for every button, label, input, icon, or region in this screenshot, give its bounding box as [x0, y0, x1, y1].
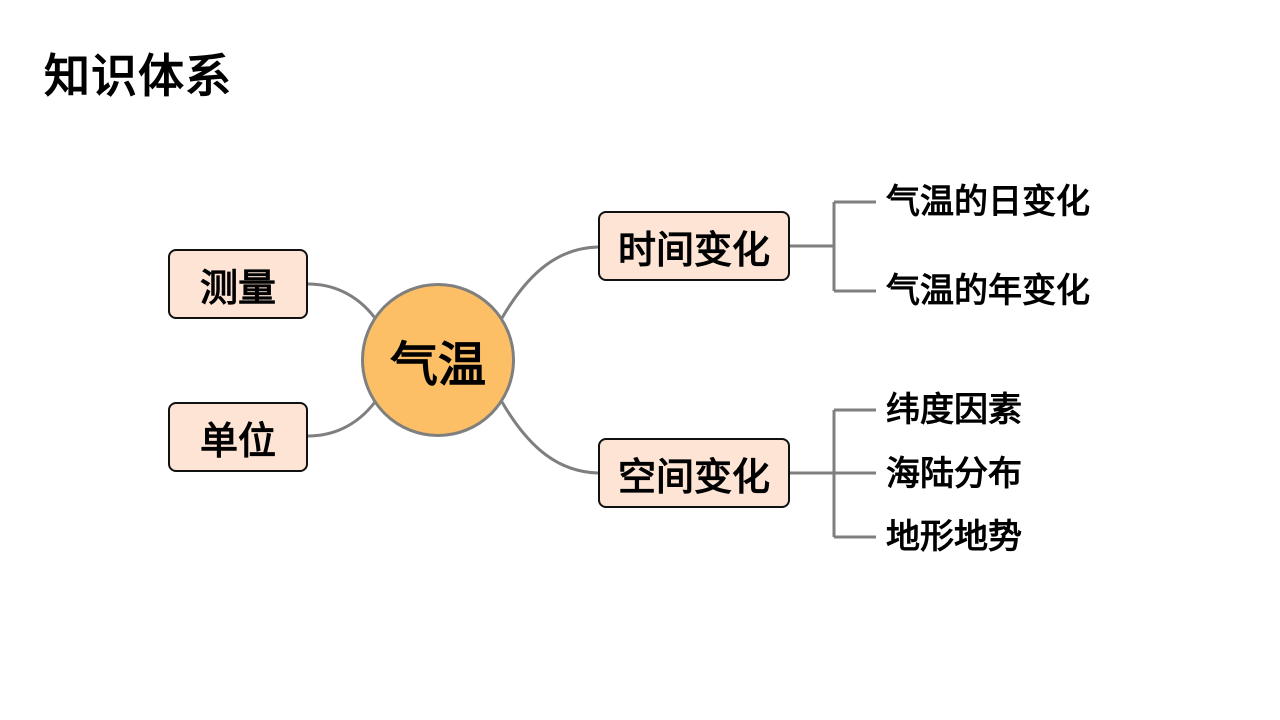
leaf-daily-variation: 气温的日变化 — [886, 182, 1090, 222]
leaf-latitude: 纬度因素 — [886, 390, 1022, 430]
center-node: 气温 — [361, 283, 515, 437]
connector-center-to-time — [500, 245, 599, 319]
page-title: 知识体系 — [44, 49, 232, 103]
bracket-space — [790, 408, 876, 539]
bracket-time — [790, 200, 876, 293]
connector-center-to-measure — [307, 282, 377, 319]
connector-center-to-unit — [307, 401, 377, 438]
node-unit: 单位 — [168, 402, 308, 472]
leaf-land-sea: 海陆分布 — [886, 454, 1022, 494]
leaf-terrain: 地形地势 — [886, 517, 1022, 557]
node-time-change: 时间变化 — [598, 211, 790, 281]
connector-center-to-space — [500, 401, 599, 475]
leaf-annual-variation: 气温的年变化 — [886, 271, 1090, 311]
node-space-change: 空间变化 — [598, 438, 790, 508]
node-measure: 测量 — [168, 249, 308, 319]
